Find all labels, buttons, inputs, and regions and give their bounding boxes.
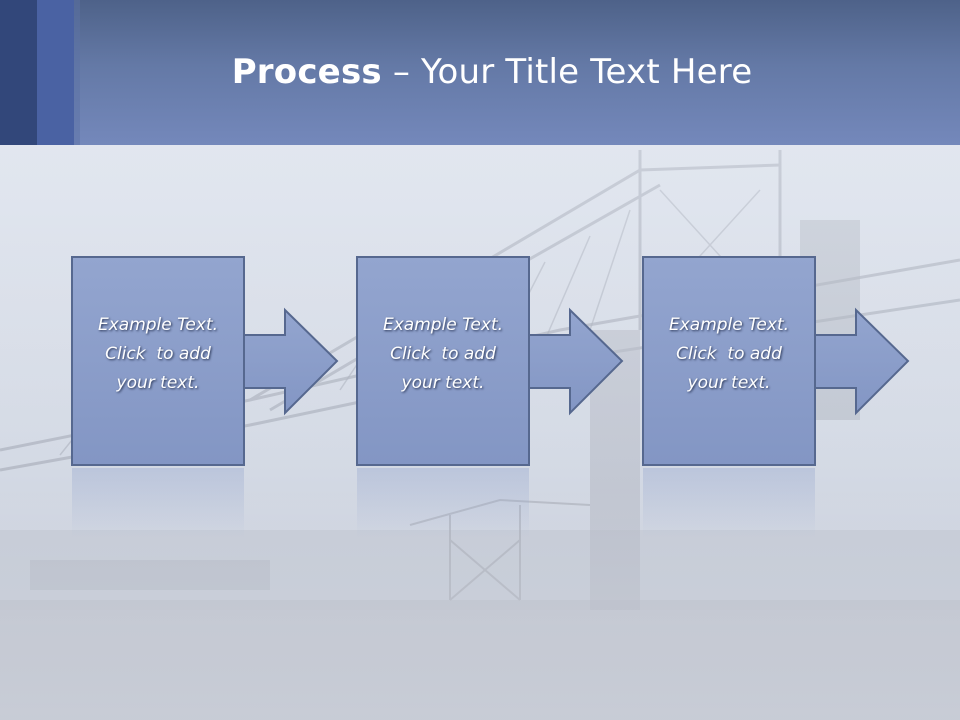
step-1-text[interactable]: Example Text. Click to add your text. — [72, 311, 244, 398]
step-text-line: Click to add — [105, 344, 211, 364]
step-3-text[interactable]: Example Text. Click to add your text. — [643, 311, 815, 398]
step-text-line: your text. — [116, 373, 200, 393]
step-text-line: your text. — [687, 373, 771, 393]
step-reflection — [357, 468, 529, 538]
header-accent-bar — [74, 0, 80, 145]
process-step-3[interactable] — [642, 256, 910, 466]
step-box — [356, 256, 530, 466]
right-arrow-icon — [243, 307, 339, 416]
step-text-line: Example Text. — [97, 315, 219, 335]
step-text-line: your text. — [401, 373, 485, 393]
step-text-line: Example Text. — [382, 315, 504, 335]
title-bold: Process — [231, 52, 382, 92]
right-arrow-icon — [528, 307, 624, 416]
step-reflection — [643, 468, 815, 538]
header-accent-bar — [37, 0, 74, 145]
step-text-line: Click to add — [390, 344, 496, 364]
header-accent-bar — [0, 0, 37, 145]
title-rest: – Your Title Text Here — [381, 52, 753, 92]
step-2-text[interactable]: Example Text. Click to add your text. — [357, 311, 529, 398]
process-step-2[interactable] — [356, 256, 624, 466]
slide-header: Process – Your Title Text Here — [0, 0, 960, 145]
step-reflection — [72, 468, 244, 538]
step-text-line: Click to add — [676, 344, 782, 364]
step-box — [71, 256, 245, 466]
step-text-line: Example Text. — [668, 315, 790, 335]
slide-title[interactable]: Process – Your Title Text Here — [0, 52, 960, 92]
process-step-1[interactable] — [71, 256, 339, 466]
step-box — [642, 256, 816, 466]
right-arrow-icon — [814, 307, 910, 416]
